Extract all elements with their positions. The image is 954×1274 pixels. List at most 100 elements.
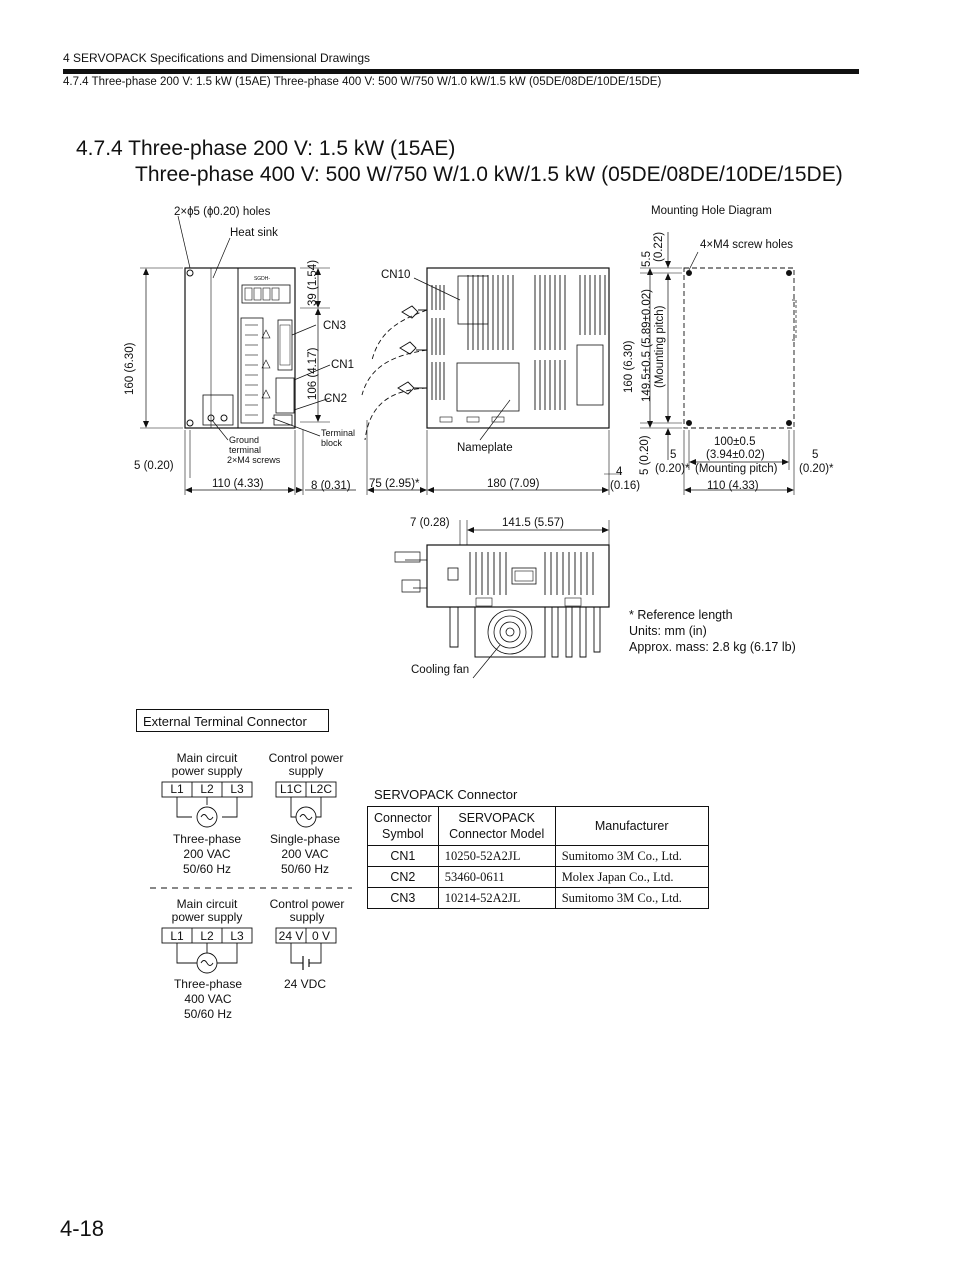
section-header: 4.7.4 Three-phase 200 V: 1.5 kW (15AE) T… <box>63 76 662 88</box>
dim-8: 8 (0.31) <box>311 480 351 492</box>
dim-55-in: (0.22) <box>653 232 665 262</box>
title-line-1: 4.7.4 Three-phase 200 V: 1.5 kW (15AE) <box>76 137 456 160</box>
dim-5-left: 5 (0.20) <box>134 460 174 472</box>
top-ctrl-desc-2: 200 VAC <box>281 847 328 861</box>
connector-table: Connector Symbol SERVOPACK Connector Mod… <box>367 806 709 909</box>
bottom-term-0v: 0 V <box>312 929 330 943</box>
header-model-line2: Connector Model <box>449 827 545 841</box>
bottom-main-label-2: power supply <box>172 910 243 924</box>
cell-model: 53460-0611 <box>437 866 556 888</box>
side-view <box>426 267 610 429</box>
cn10-label: CN10 <box>381 269 410 281</box>
cell-symbol: CN1 <box>367 845 439 867</box>
cell-manufacturer: Sumitomo 3M Co., Ltd. <box>554 887 709 909</box>
top-term-l1: L1 <box>170 782 184 796</box>
top-ctrl-desc-3: 50/60 Hz <box>281 862 329 876</box>
top-term-l2c: L2C <box>310 782 332 796</box>
ground-label-3: 2×M4 screws <box>227 455 281 465</box>
dim-141: 141.5 (5.57) <box>502 517 564 529</box>
table-header-row: Connector Symbol SERVOPACK Connector Mod… <box>367 806 709 846</box>
top-term-l2: L2 <box>200 782 214 796</box>
dim-39: 39 (1.54) <box>307 260 319 306</box>
dim-5b: 5 <box>812 449 818 461</box>
dim-100-in: (3.94±0.02) <box>706 449 765 461</box>
header-model: SERVOPACK Connector Model <box>437 806 556 846</box>
drawing-notes: * Reference length Units: mm (in) Approx… <box>629 607 796 655</box>
cell-symbol: CN2 <box>367 866 439 888</box>
bottom-ctrl-label-2: supply <box>290 910 325 924</box>
dim-149: 149.5±0.5 (5.89±0.02) <box>641 289 653 402</box>
screw-holes-label: 4×M4 screw holes <box>700 239 793 251</box>
cell-model: 10214-52A2JL <box>437 887 556 909</box>
bottom-term-24v: 24 V <box>279 929 304 943</box>
model-label: SGDH- <box>254 276 270 282</box>
terminal-label-1: Terminal <box>321 428 355 438</box>
top-main-desc-2: 200 VAC <box>183 847 230 861</box>
cn3-label: CN3 <box>323 320 346 332</box>
nameplate-label: Nameplate <box>457 442 513 454</box>
dimensional-drawing: SGDH- <box>124 205 834 679</box>
top-main-label-2: power supply <box>172 764 243 778</box>
note-mass: Approx. mass: 2.8 kg (6.17 lb) <box>629 640 796 654</box>
bottom-main-desc-2: 400 VAC <box>184 992 231 1006</box>
page-number: 4-18 <box>60 1216 105 1241</box>
heat-sink-label: Heat sink <box>230 227 278 239</box>
top-ctrl-desc-1: Single-phase <box>270 832 340 846</box>
terminal-label-2: block <box>321 438 343 448</box>
mount-pitch-horizontal: (Mounting pitch) <box>695 463 778 475</box>
cooling-fan-label: Cooling fan <box>411 664 469 676</box>
header-model-line1: SERVOPACK <box>458 811 536 825</box>
title-line-2: Three-phase 400 V: 500 W/750 W/1.0 kW/1.… <box>135 163 843 186</box>
bottom-main-desc-1: Three-phase <box>174 977 242 991</box>
mounting-hole-diagram <box>683 267 797 429</box>
table-row: CN2 53460-0611 Molex Japan Co., Ltd. <box>367 866 709 888</box>
cn2-label: CN2 <box>324 393 347 405</box>
dim-7: 7 (0.28) <box>410 517 450 529</box>
top-ctrl-label-2: supply <box>289 764 324 778</box>
header-symbol-line1: Connector <box>374 811 432 825</box>
dim-4-in: (0.16) <box>610 480 640 492</box>
dim-4: 4 <box>616 466 623 478</box>
bottom-term-l1: L1 <box>170 929 184 943</box>
header-symbol: Connector Symbol <box>367 806 439 846</box>
dim-75: 75 (2.95)* <box>369 478 420 490</box>
bottom-main-desc-3: 50/60 Hz <box>184 1007 232 1021</box>
dim-100: 100±0.5 <box>714 436 756 448</box>
cell-model: 10250-52A2JL <box>437 845 556 867</box>
table-row: CN3 10214-52A2JL Sumitomo 3M Co., Ltd. <box>367 887 709 909</box>
dim-110-right: 110 (4.33) <box>707 480 759 492</box>
cell-manufacturer: Molex Japan Co., Ltd. <box>554 866 709 888</box>
note-reference: * Reference length <box>629 608 733 622</box>
ground-label-2: terminal <box>229 445 261 455</box>
front-view <box>184 267 296 429</box>
holes-label: 2×ϕ5 (ϕ0.20) holes <box>174 206 271 218</box>
dim-180: 180 (7.09) <box>487 478 540 490</box>
dim-5a: 5 <box>670 449 676 461</box>
dim-110-left: 110 (4.33) <box>212 478 264 490</box>
bottom-ctrl-label-1: Control power <box>270 897 345 911</box>
top-term-l1c: L1C <box>280 782 302 796</box>
top-ctrl-label-1: Control power <box>269 751 344 765</box>
bottom-term-l3: L3 <box>230 929 244 943</box>
table-row: CN1 10250-52A2JL Sumitomo 3M Co., Ltd. <box>367 845 709 867</box>
bottom-main-label-1: Main circuit <box>177 897 238 911</box>
external-terminal-title: External Terminal Connector <box>136 709 329 732</box>
dim-160-right: 160 (6.30) <box>623 340 635 393</box>
header-rule <box>63 69 859 74</box>
bottom-ctrl-desc-1: 24 VDC <box>284 977 326 991</box>
top-term-l3: L3 <box>230 782 244 796</box>
top-main-desc-1: Three-phase <box>173 832 241 846</box>
note-units: Units: mm (in) <box>629 624 707 638</box>
header-manufacturer: Manufacturer <box>554 806 709 846</box>
dim-160-left: 160 (6.30) <box>124 342 136 395</box>
dim-5b-in: (0.20)* <box>799 463 834 475</box>
cn1-label: CN1 <box>331 359 354 371</box>
ground-label-1: Ground <box>229 435 259 445</box>
chapter-header: 4 SERVOPACK Specifications and Dimension… <box>63 51 371 65</box>
dim-106: 106 (4.17) <box>307 347 319 400</box>
cell-symbol: CN3 <box>367 887 439 909</box>
top-main-label-1: Main circuit <box>177 751 238 765</box>
header-symbol-line2: Symbol <box>382 827 424 841</box>
mounting-diagram-label: Mounting Hole Diagram <box>651 205 772 217</box>
dim-55: 5.5 <box>641 251 653 267</box>
